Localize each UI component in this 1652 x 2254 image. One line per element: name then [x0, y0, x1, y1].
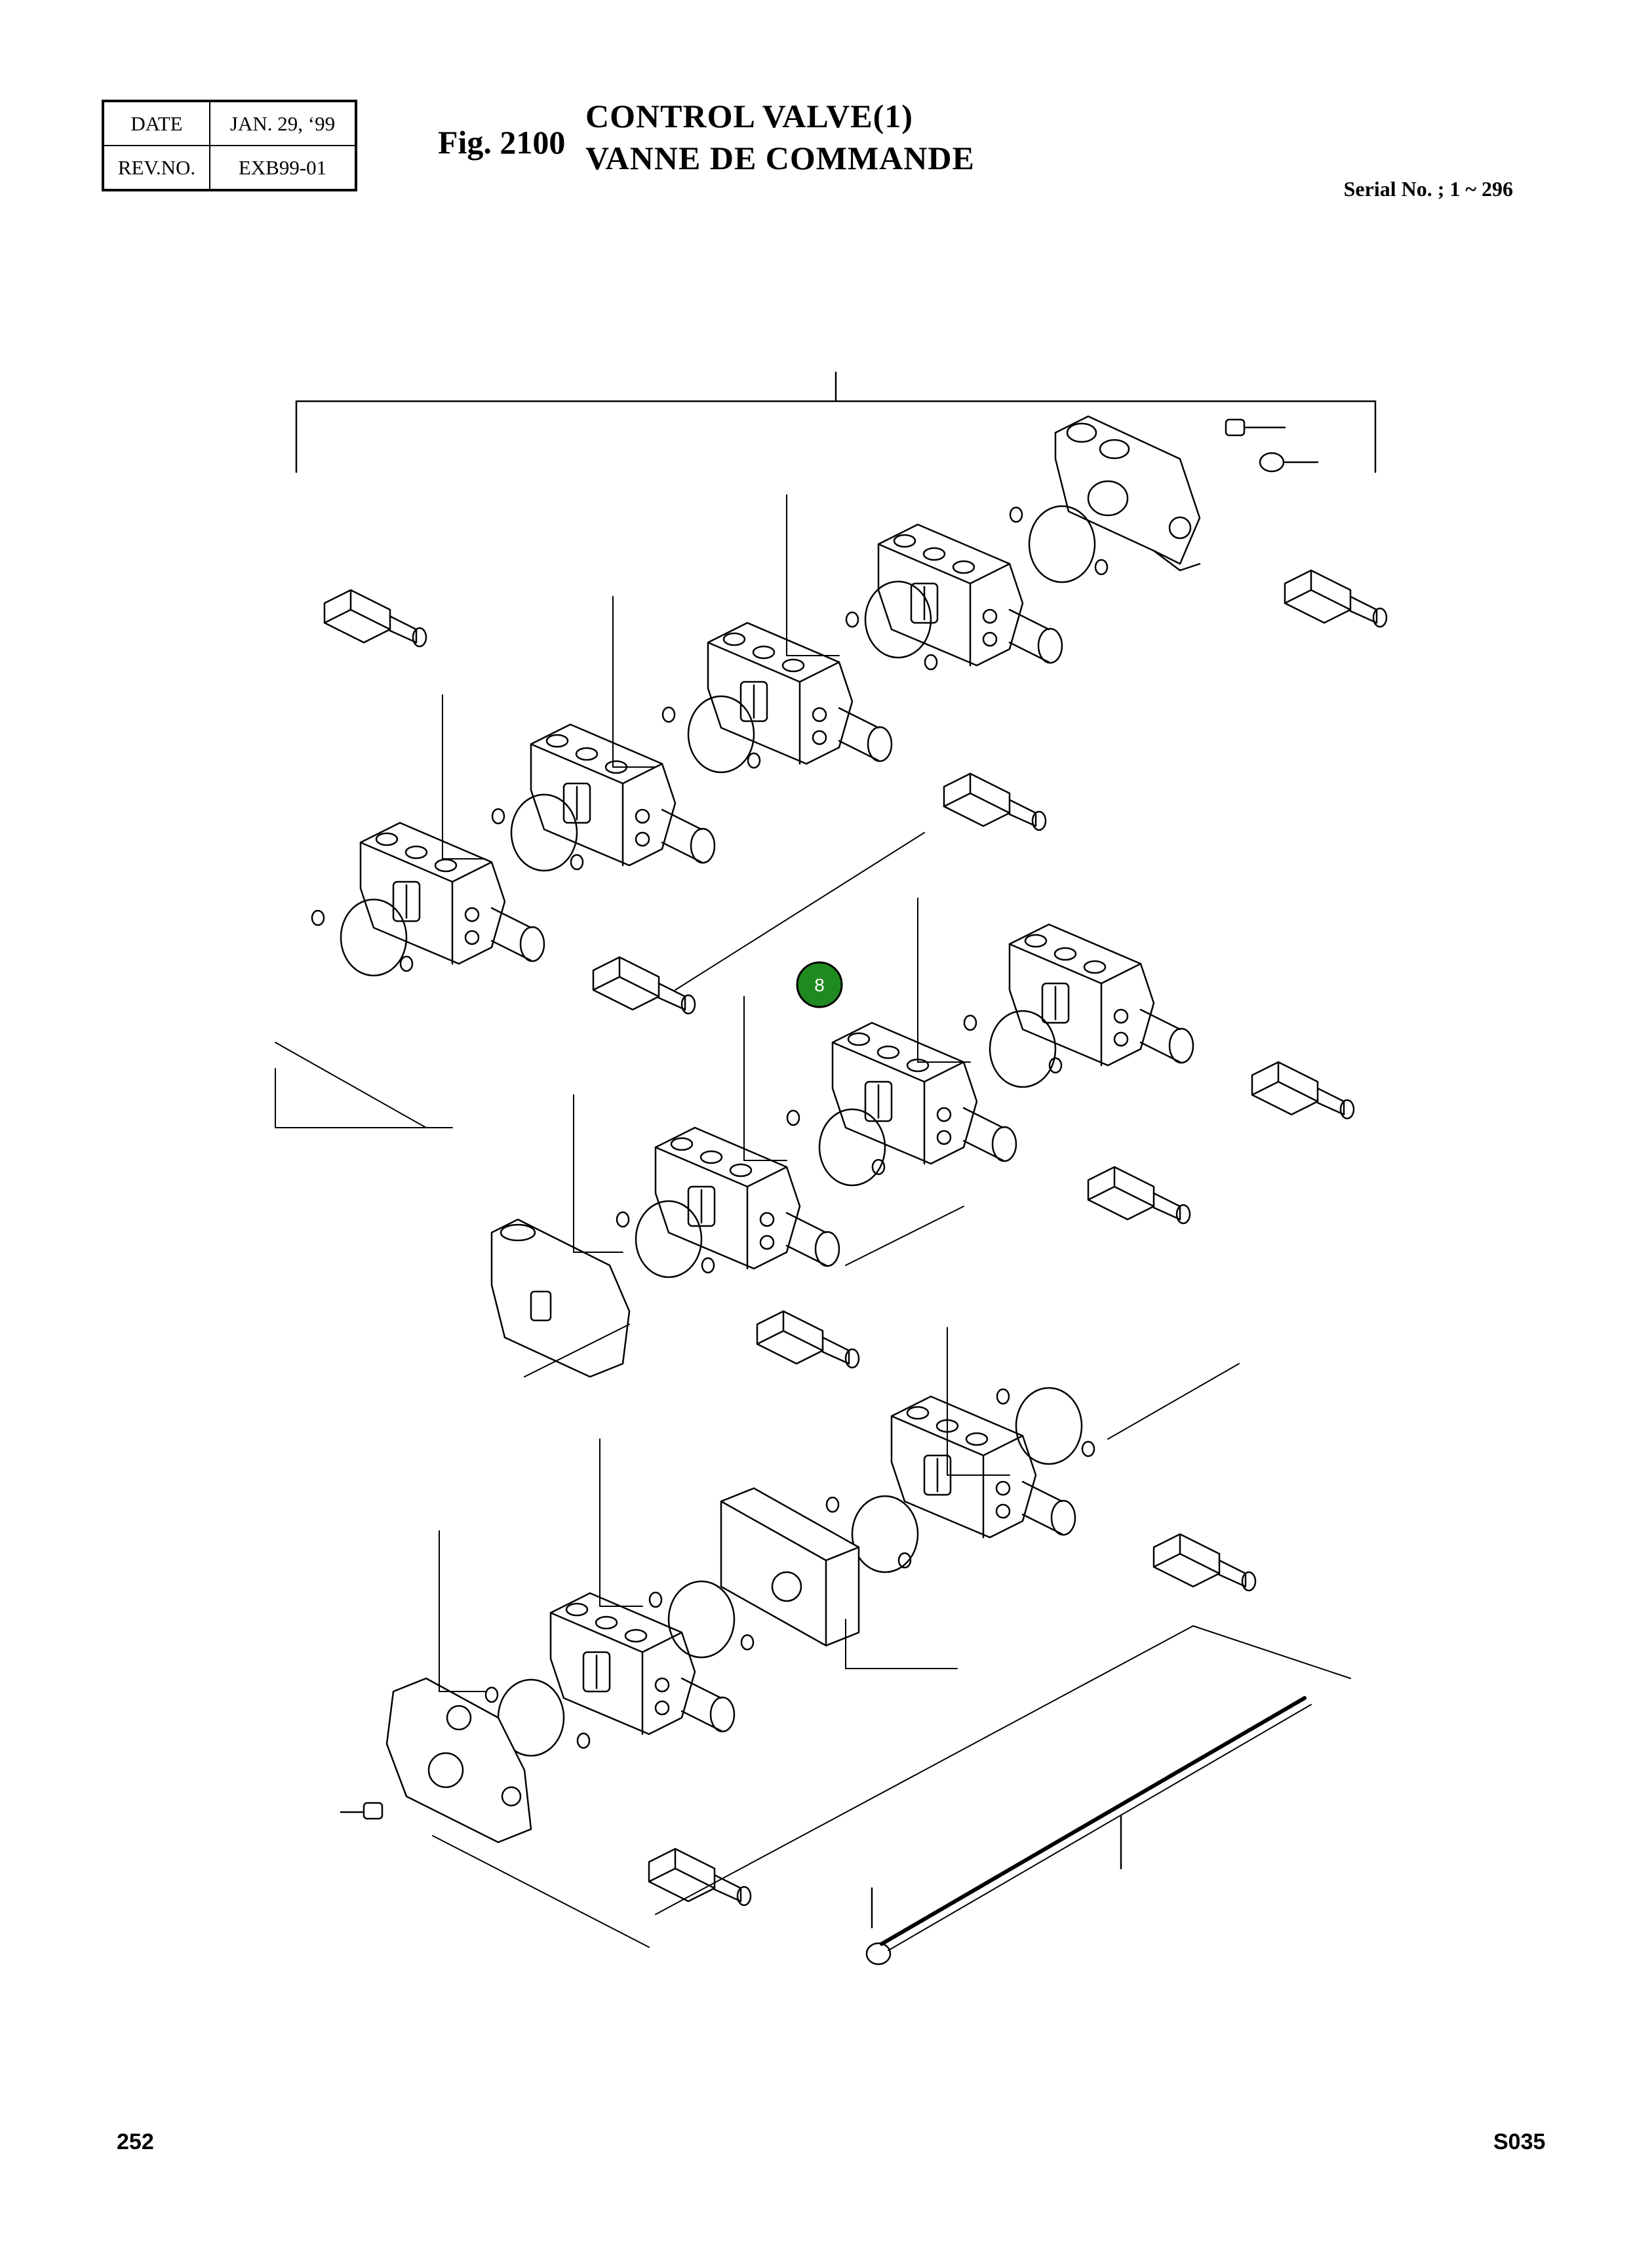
valve-section-9	[549, 1592, 736, 1735]
page-number: 252	[117, 2129, 154, 2154]
figure-title-fr: VANNE DE COMMANDE	[585, 140, 975, 176]
valve-section-4	[359, 821, 545, 965]
valve-section-8	[890, 1395, 1076, 1539]
revision-box: DATE JAN. 29, ‘99 REV.NO. EXB99-01	[102, 100, 357, 191]
callout-8[interactable]: 8	[796, 961, 843, 1008]
assembly-bracket	[295, 371, 1377, 473]
inlet-plugs	[1225, 418, 1388, 628]
inlet-cover	[1054, 415, 1201, 572]
end-plate	[490, 1218, 631, 1378]
valve-section-3	[530, 723, 716, 867]
figure-title-en: CONTROL VALVE(1)	[585, 98, 913, 134]
valve-section-7	[654, 1126, 840, 1270]
figure-number: Fig. 2100	[438, 124, 566, 161]
valve-section-1	[877, 523, 1063, 667]
valve-section-6	[831, 1021, 1017, 1165]
tie-rod	[865, 1696, 1312, 1966]
callout-label: 8	[814, 975, 825, 995]
date-label: DATE	[102, 100, 210, 146]
outlet-cover	[340, 1677, 532, 1844]
valve-section-5	[1008, 923, 1194, 1067]
document-code: S035	[1493, 2129, 1546, 2154]
date-value: JAN. 29, ‘99	[209, 100, 357, 146]
spacer-plate	[720, 1487, 860, 1647]
serial-range: Serial No. ; 1 ~ 296	[1343, 177, 1513, 201]
leader-lines	[275, 494, 1351, 1948]
rev-value: EXB99-01	[209, 145, 357, 191]
valve-section-2	[707, 622, 893, 765]
rev-label: REV.NO.	[102, 145, 210, 191]
